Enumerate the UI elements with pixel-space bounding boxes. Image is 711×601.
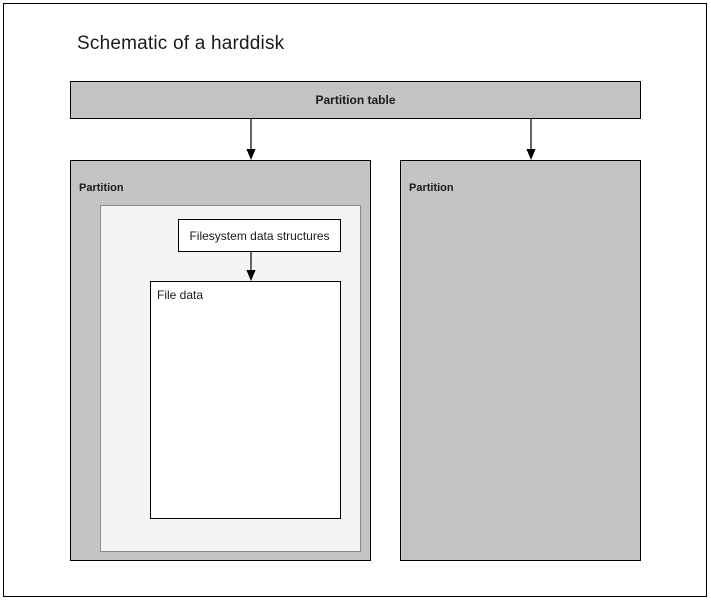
file-data-label: File data bbox=[157, 288, 204, 302]
arrow-partition-table-to-partition-left bbox=[243, 119, 259, 161]
arrow-filesystem-structures-to-file-data bbox=[243, 252, 259, 282]
partition-label-left: Partition bbox=[79, 182, 124, 194]
file-data-block[interactable]: File data bbox=[150, 281, 341, 519]
partition-label-right: Partition bbox=[409, 182, 454, 194]
partition-table-label: Partition table bbox=[315, 93, 396, 107]
page-title: Schematic of a harddisk bbox=[77, 33, 285, 54]
arrow-partition-table-to-partition-right bbox=[523, 119, 539, 161]
page-border bbox=[3, 3, 707, 597]
filesystem-data-structures-label: Filesystem data structures bbox=[189, 229, 330, 243]
filesystem-data-structures-block[interactable]: Filesystem data structures bbox=[178, 219, 341, 252]
partition-table-block[interactable]: Partition table bbox=[70, 81, 641, 119]
partition-block-right[interactable]: Partition bbox=[400, 160, 641, 561]
